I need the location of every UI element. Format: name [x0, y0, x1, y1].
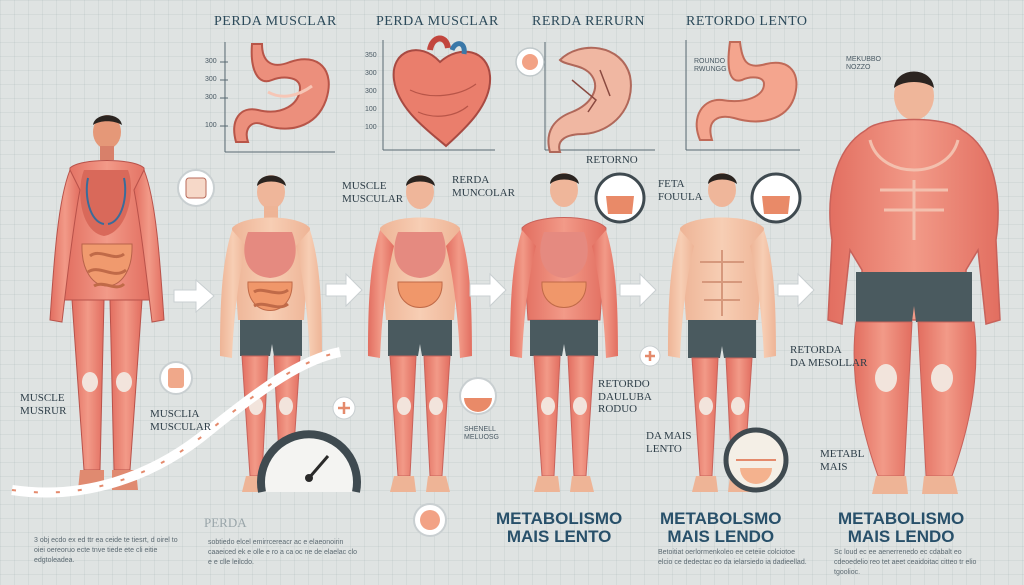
chart-axes-2 — [382, 40, 495, 151]
chart2-tick-1: 350 — [365, 52, 377, 59]
retorno-label: RETORNO — [586, 154, 638, 166]
metabolism-heading-3: METABOLISMO MAIS LENDO — [838, 509, 965, 546]
chart1-tick-2: 300 — [205, 76, 217, 83]
gauge-icon-2 — [723, 427, 789, 493]
header-4: RETORDO LENTO — [686, 14, 808, 29]
stomach-icon-2 — [695, 41, 798, 141]
metabolism-heading-1: METABOLISMO MAIS LENTO — [496, 509, 623, 546]
label-retordo: RETORDO DAULUBA RODUO — [598, 378, 652, 416]
figure-large-muscular — [827, 71, 1001, 494]
figure-4 — [510, 173, 618, 492]
label-feta-fouula: FETA FOUULA — [658, 178, 703, 203]
chart2-tick-3: 300 — [365, 88, 377, 95]
figure-5 — [668, 173, 776, 492]
top-right-small-label: MEKUBBO NOZZO — [846, 56, 882, 71]
plus-icon — [332, 345, 661, 420]
label-retorda-mesollar: RETORDA DA MESOLLAR — [790, 344, 868, 369]
gauge-icon — [257, 430, 361, 493]
label-muscla-muscular: MUSCLIA MUSCULAR — [150, 408, 212, 433]
stomach-chart-1 — [220, 35, 800, 153]
header-3: RERDA RERURN — [532, 14, 645, 29]
metabolism-heading-2: METABOLSMO MAIS LENDO — [660, 509, 782, 546]
chart1-tick-1: 300 — [205, 58, 217, 65]
label-rerda-muncolar: RERDA MUNCOLAR — [452, 174, 515, 199]
chart-axes-3 — [544, 42, 655, 151]
progress-ribbon — [11, 347, 342, 498]
label-perda-faded: PERDA — [204, 515, 247, 530]
stomach-section-icon — [515, 46, 632, 153]
header-1: PERDA MUSCLAR — [214, 14, 337, 29]
figure-3 — [368, 175, 472, 492]
arrow-right-icon — [173, 272, 815, 314]
jar-icon — [159, 169, 802, 537]
paragraph-2: sobtiedo elcel emirrcereacr ac e elaeono… — [208, 539, 358, 567]
label-da-mais-lento: DA MAIS LENTO — [646, 430, 692, 455]
chart-axes-4 — [685, 40, 800, 151]
paragraph-1: 3 obj ecdo ex ed ttr ea ceide te tiesrt,… — [34, 537, 178, 565]
chart1-tick-3: 300 — [205, 94, 217, 101]
chart1-tick-4: 100 — [205, 122, 217, 129]
label-tiny: SHENELL MELUOSG — [464, 426, 500, 441]
chart4-small-label: ROUNDO RWUNGG — [694, 58, 727, 73]
chart2-tick-2: 300 — [365, 70, 377, 77]
header-2: PERDA MUSCLAR — [376, 14, 499, 29]
paragraph-3: Betoitiat oerlormenkoleo ee ceteiie colc… — [658, 549, 807, 567]
label-metabl-mais: METABL MAIS — [820, 448, 865, 473]
chart2-tick-4: 100 — [365, 106, 377, 113]
stomach-icon — [233, 43, 330, 143]
paragraph-4: Sc loud ec ee aenerrenedo ec cdabalt eo … — [834, 549, 977, 577]
heart-icon — [392, 35, 492, 148]
label-muscle-muscular: MUSCLE MUSCULAR — [342, 180, 404, 205]
chart-axes-1 — [220, 42, 335, 153]
chart2-tick-5: 100 — [365, 124, 377, 131]
label-muscle-musrur: MUSCLE MUSRUR — [20, 392, 67, 417]
figure-anatomical — [49, 115, 165, 490]
